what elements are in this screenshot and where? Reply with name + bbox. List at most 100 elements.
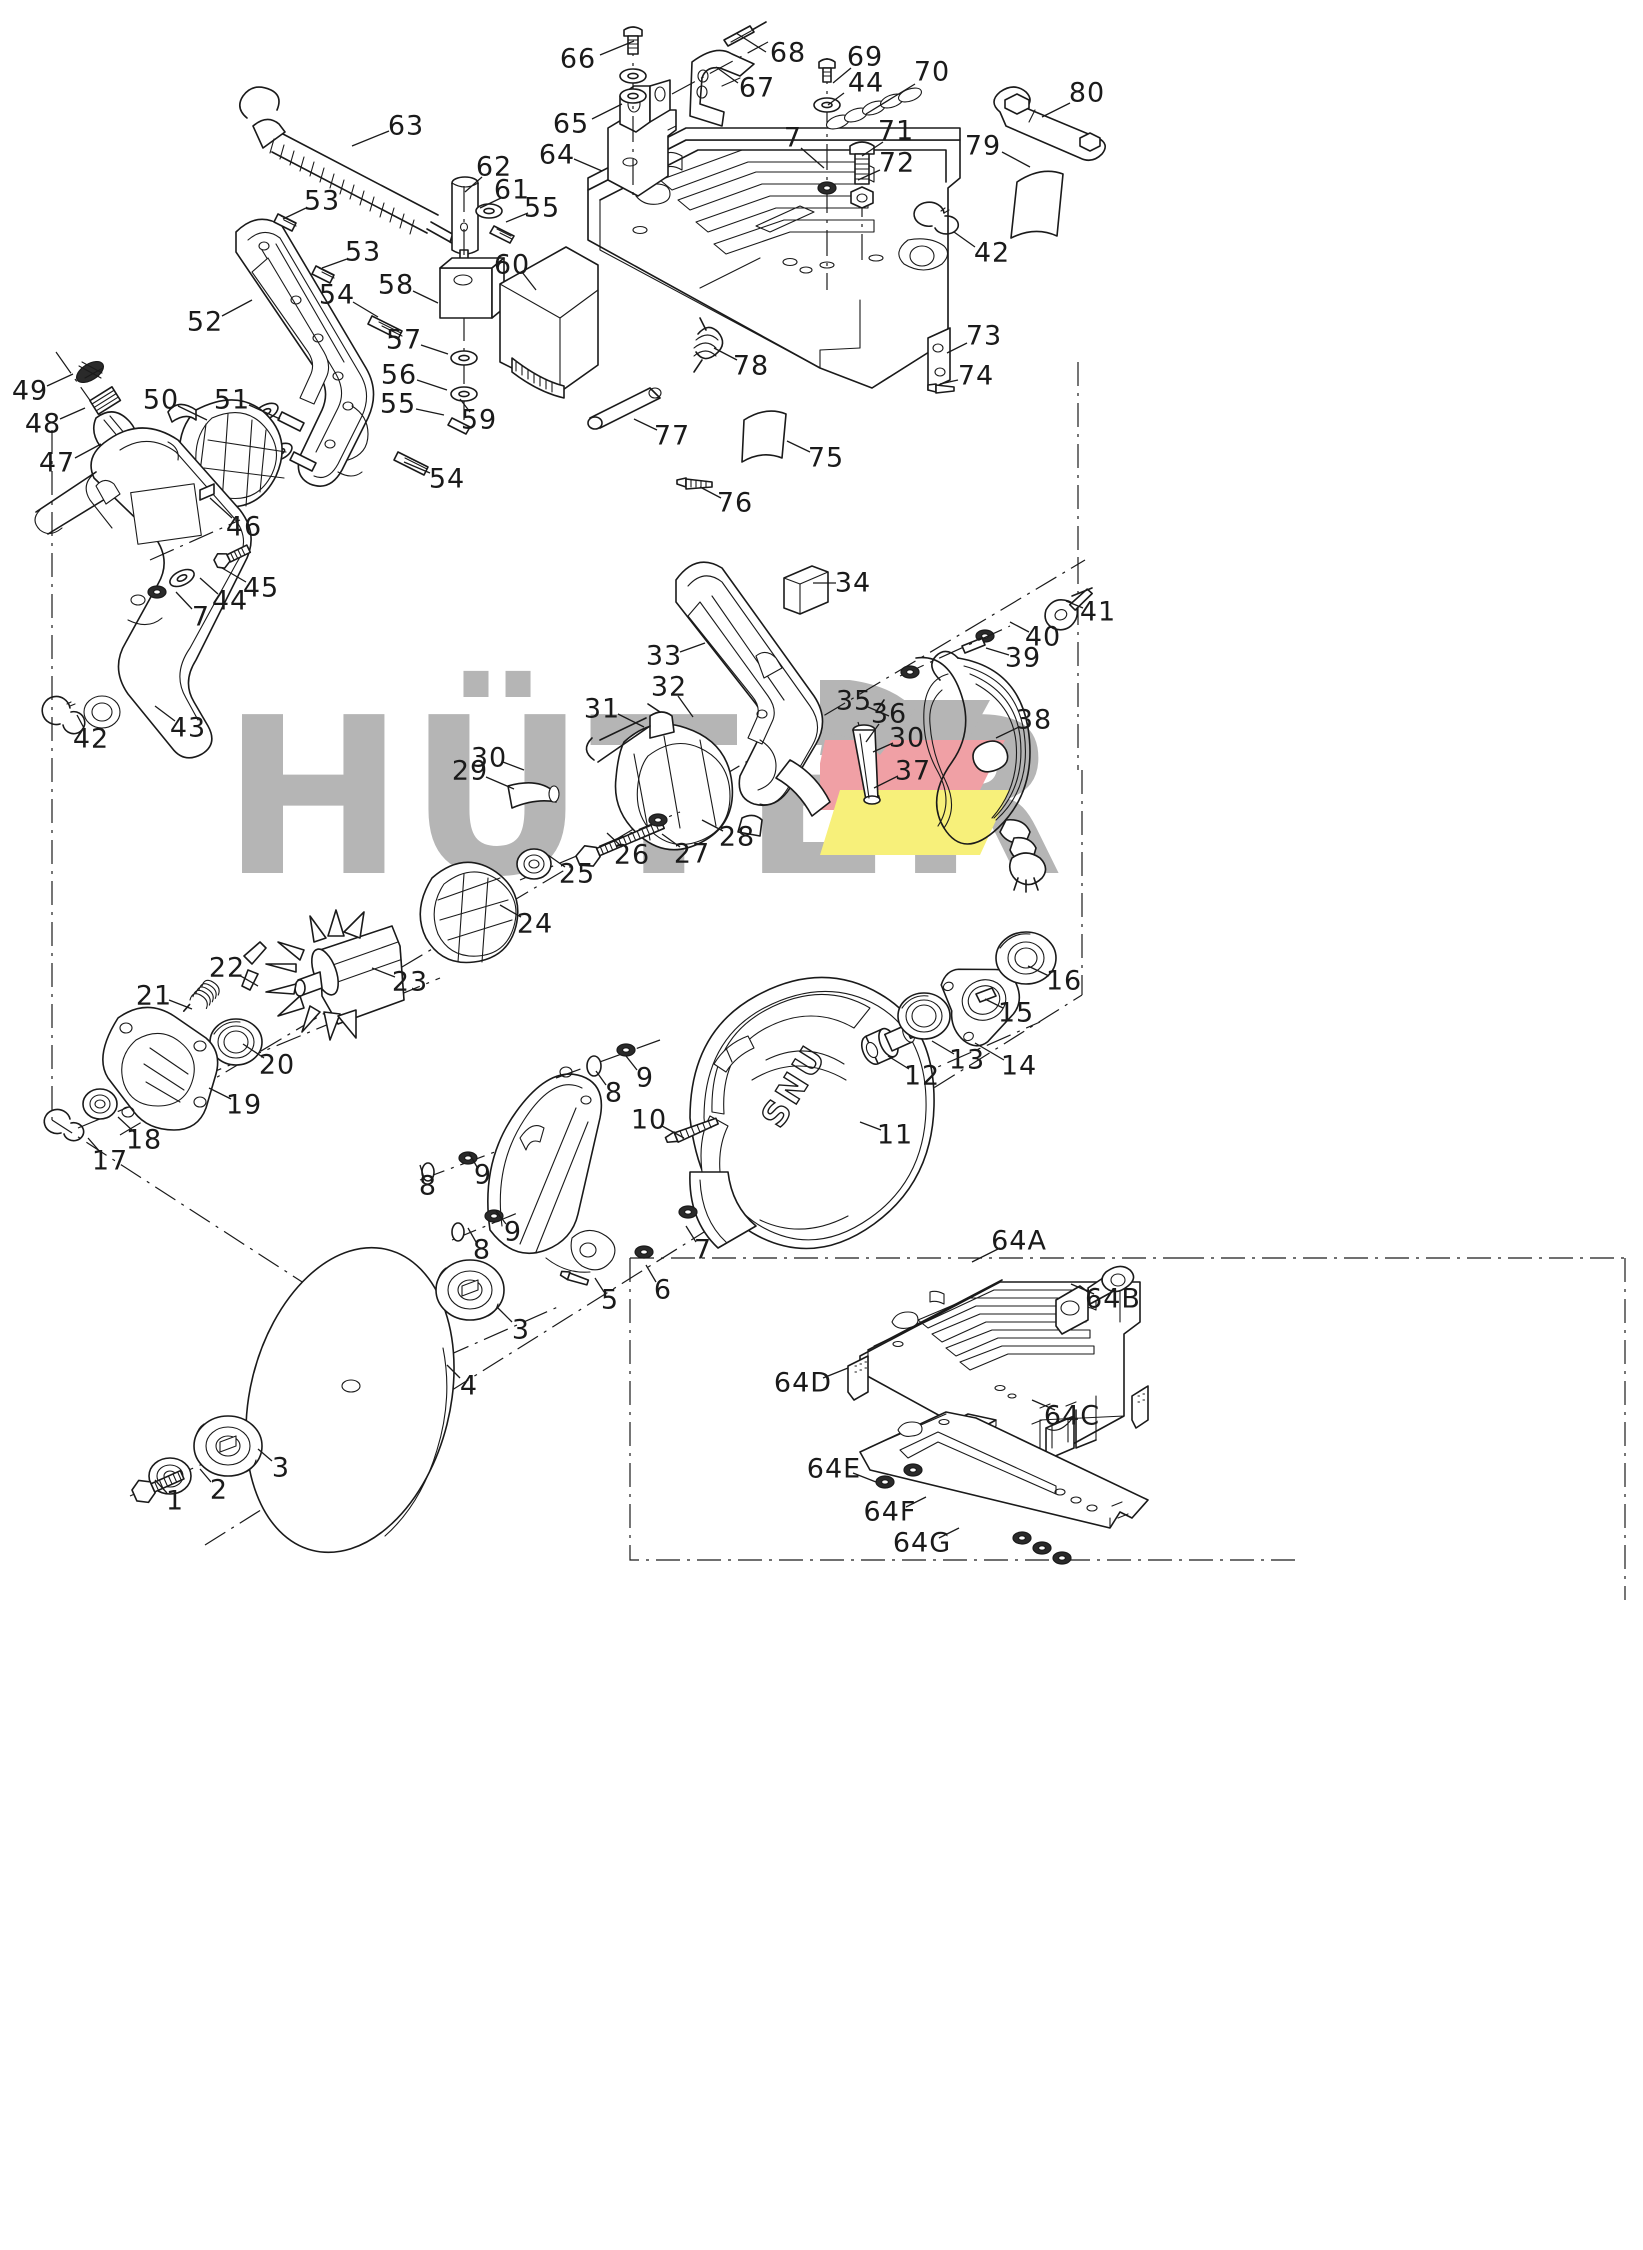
callout-label-64: 64	[538, 139, 576, 171]
leader-line-32	[677, 695, 694, 718]
callout-label-9c: 9	[503, 1216, 523, 1248]
leader-line-13	[931, 1040, 955, 1055]
leader-line-14	[974, 1042, 1005, 1061]
callout-label-72: 72	[878, 147, 916, 179]
callout-label-58: 58	[377, 269, 415, 301]
callout-label-64C: 64C	[1043, 1400, 1101, 1432]
callout-label-7c: 7	[693, 1234, 713, 1266]
callout-label-26: 26	[613, 839, 651, 871]
callout-label-44a: 44	[847, 67, 885, 99]
leader-line-24	[499, 904, 522, 918]
leader-line-18	[117, 1116, 135, 1133]
leader-line-45	[221, 567, 247, 583]
callout-label-21: 21	[135, 980, 173, 1012]
callout-label-42b: 42	[72, 723, 110, 755]
leader-line-64C	[1031, 1399, 1056, 1411]
leader-line-71	[861, 141, 884, 157]
leader-line-3a	[497, 1307, 513, 1323]
callout-label-32: 32	[650, 671, 688, 703]
callout-label-54a: 54	[318, 279, 356, 311]
leader-line-52	[221, 299, 253, 317]
callout-label-62: 62	[475, 151, 513, 183]
callout-label-75: 75	[807, 442, 845, 474]
leader-line-64E	[852, 1472, 877, 1483]
leader-line-73	[946, 342, 968, 354]
callout-label-17: 17	[91, 1145, 129, 1177]
callout-label-7b: 7	[191, 601, 211, 633]
callout-label-49: 49	[11, 375, 49, 407]
callout-label-2: 2	[209, 1474, 229, 1506]
leader-line-33	[679, 642, 706, 653]
leader-line-50	[177, 405, 208, 421]
leader-line-77	[633, 418, 658, 431]
leader-line-69	[832, 67, 852, 84]
leader-line-64G	[938, 1527, 960, 1539]
leader-line-43	[154, 705, 176, 722]
callout-label-30a: 30	[888, 722, 926, 754]
callout-label-52: 52	[186, 306, 224, 338]
leader-line-62	[464, 176, 483, 193]
leader-line-58	[412, 290, 439, 304]
leader-line-42b	[76, 714, 86, 731]
leader-line-22	[238, 974, 259, 987]
leader-line-55a	[505, 212, 529, 223]
leader-line-27	[661, 833, 681, 848]
leader-line-38	[995, 726, 1020, 739]
leader-line-44b	[199, 577, 219, 595]
callout-label-55b: 55	[379, 388, 417, 420]
leader-line-8c	[467, 1227, 477, 1243]
callout-label-57: 57	[385, 324, 423, 356]
leader-line-57	[420, 344, 449, 355]
leader-line-8b	[419, 1164, 425, 1179]
leader-line-53a	[282, 207, 307, 220]
leader-line-54b	[403, 461, 431, 474]
callout-label-54b: 54	[428, 463, 466, 495]
leader-line-64A	[971, 1247, 1001, 1263]
callout-label-80: 80	[1068, 77, 1106, 109]
leader-line-64B	[1070, 1283, 1095, 1295]
callout-label-37: 37	[894, 755, 932, 787]
leader-line-11	[859, 1121, 882, 1131]
leader-line-75	[786, 440, 811, 453]
leader-line-16	[1027, 965, 1050, 977]
callout-label-77: 77	[653, 420, 691, 452]
callout-label-18: 18	[125, 1124, 163, 1156]
callout-leaders	[46, 32, 1095, 1539]
leader-line-66	[599, 40, 635, 56]
callout-label-14: 14	[1000, 1050, 1038, 1082]
leader-line-54a	[352, 301, 379, 318]
leader-line-39	[985, 647, 1010, 656]
callout-label-24: 24	[516, 908, 554, 940]
callout-label-55a: 55	[523, 192, 561, 224]
callout-label-71: 71	[877, 115, 915, 147]
leader-line-42a	[953, 231, 976, 248]
leader-line-4	[446, 1364, 461, 1379]
callout-label-66: 66	[559, 43, 597, 75]
leader-line-48	[59, 407, 86, 420]
callout-label-48: 48	[24, 408, 62, 440]
callout-label-46: 46	[225, 511, 263, 543]
callout-label-8a: 8	[604, 1077, 624, 1109]
callout-label-51: 51	[213, 384, 251, 416]
leader-line-51	[248, 404, 281, 420]
leader-line-64D	[822, 1367, 849, 1379]
callout-label-44b: 44	[211, 585, 249, 617]
callout-label-60: 60	[493, 249, 531, 281]
callout-label-64F: 64F	[863, 1496, 917, 1528]
callout-label-7a: 7	[783, 122, 803, 154]
leader-line-9b	[468, 1152, 478, 1168]
leader-line-12	[887, 1055, 910, 1070]
callout-label-42a: 42	[973, 237, 1011, 269]
leader-line-3b	[257, 1448, 273, 1462]
callout-label-53a: 53	[303, 185, 341, 217]
callout-label-34: 34	[834, 567, 872, 599]
leader-line-40	[1009, 621, 1030, 633]
callout-label-40: 40	[1024, 621, 1062, 653]
leader-line-29	[485, 776, 515, 790]
callout-label-35: 35	[835, 685, 873, 717]
callout-label-4: 4	[459, 1370, 479, 1402]
leader-line-19	[208, 1087, 232, 1100]
leader-line-64	[573, 158, 603, 172]
